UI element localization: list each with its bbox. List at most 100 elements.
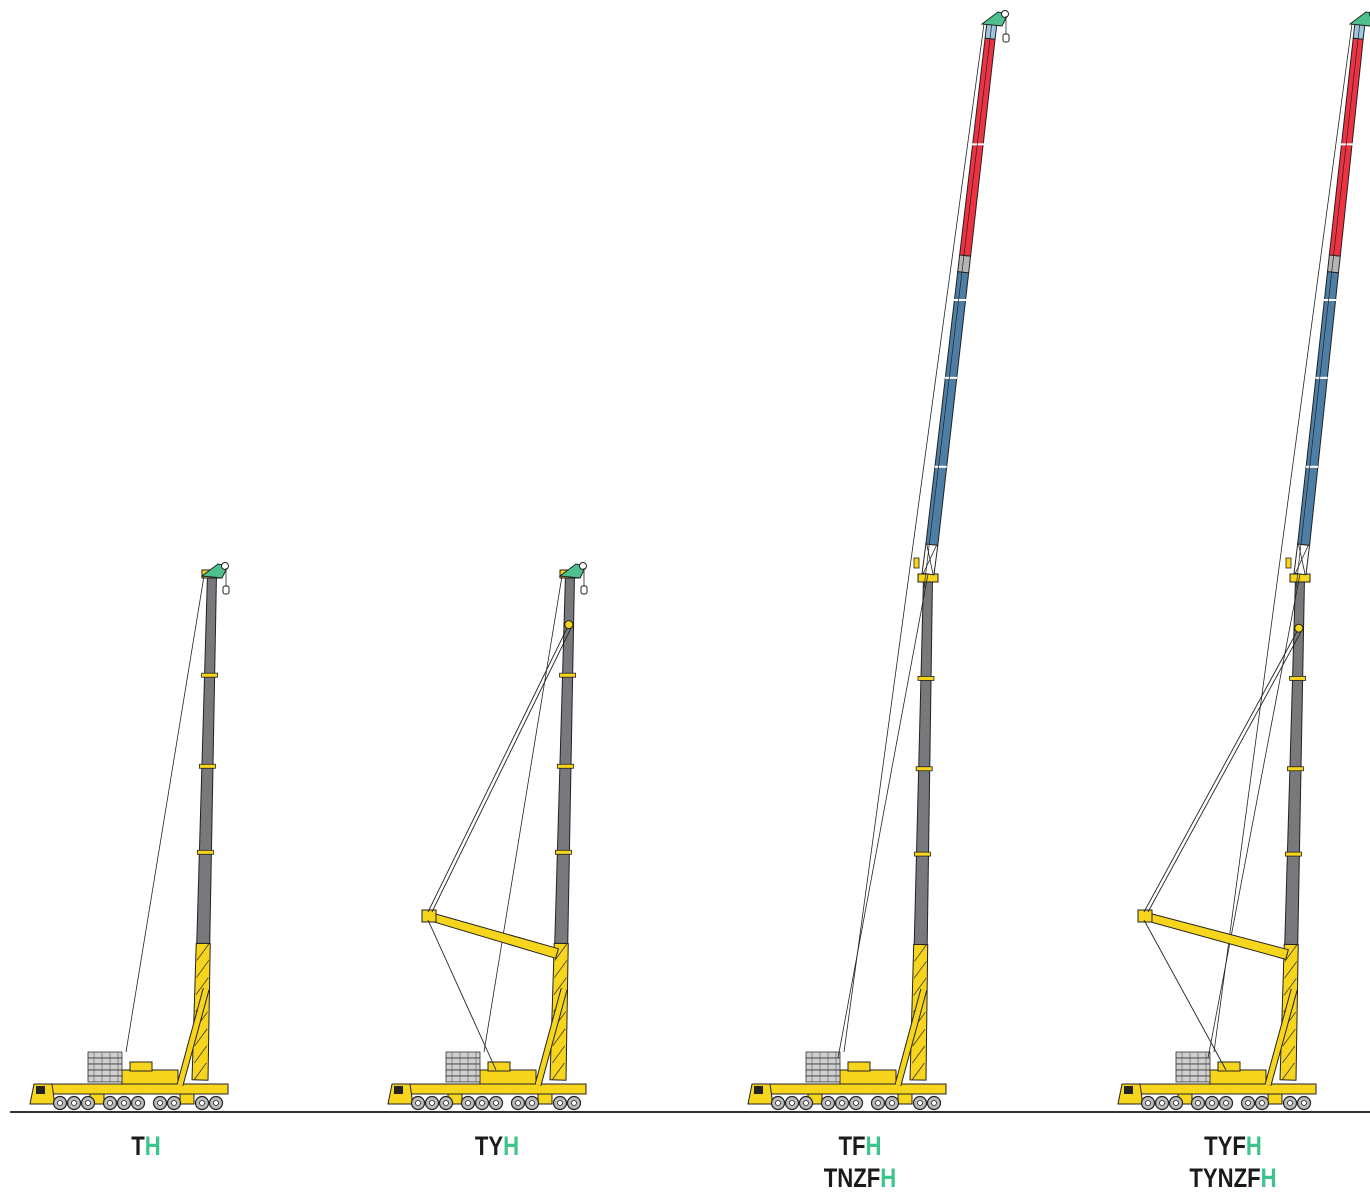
main-hoist-rope [126,576,204,1052]
y-guy-anchor [565,621,573,629]
superstructure [122,1070,178,1084]
wheel-hub [122,1101,127,1106]
hook-head-green [1350,12,1370,26]
counterweight-plate [88,1064,122,1070]
counterweight-plate [1176,1058,1210,1064]
counterweight-plate [1176,1064,1210,1070]
counterweight-plate [446,1076,480,1082]
main-hoist-rope [844,24,984,1052]
counterweight-plate [88,1052,122,1058]
wheel-hub [158,1101,163,1106]
wheel-hub [776,1101,781,1106]
y-guy-anchor [1295,624,1303,632]
cab-window [754,1086,763,1094]
guy-bracket [1286,558,1291,568]
outrigger-box [1268,1094,1282,1104]
crane-tyh [388,563,587,1110]
wheel-hub [108,1101,113,1106]
wheel-hub [854,1101,859,1106]
wheel-hub [1288,1101,1293,1106]
telescopic-boom [1285,578,1305,945]
guy-bracket [914,558,919,568]
wheel-hub [1210,1101,1215,1106]
boom-section-collar [560,673,576,677]
wheel-hub [840,1101,845,1106]
carrier-chassis [1126,1084,1316,1094]
jib-transition-section [958,255,971,273]
wheel-hub [1260,1101,1265,1106]
outrigger-box [898,1094,912,1104]
counterweight-plate [88,1070,122,1076]
telescopic-boom [555,574,575,944]
boom-section-collar [918,676,934,680]
counterweight-plate [446,1058,480,1064]
counterweight-stack [88,1052,122,1082]
sheave [222,563,229,570]
label-tyh-line-1: TYH [415,1130,579,1162]
wheel-hub [1246,1101,1251,1106]
wheel-hub [790,1101,795,1106]
main-hoist-rope [1214,24,1352,1052]
boom-section-collar [1285,852,1301,856]
hook-block [581,586,587,594]
counterweight-plate [1176,1052,1210,1058]
wheel-hub [1160,1101,1165,1106]
boom-section-collar [555,850,571,854]
boom-section-collar [202,673,218,677]
boom-section-collar [915,852,931,856]
wheel-hub [444,1101,449,1106]
label-tfh-line-2: TNZFH [778,1162,942,1194]
counterweight-stack [1176,1052,1210,1082]
counterweight-plate [806,1064,840,1070]
label-tyfh-line-2: TYNZFH [1151,1162,1315,1194]
boom-section-collar [199,764,215,768]
y-guy-backstay [1144,920,1226,1070]
wheel-hub [826,1101,831,1106]
superstructure [1210,1070,1266,1084]
main-hoist-rope [484,576,562,1052]
y-guy-rope [428,625,569,912]
cab-window [36,1086,45,1094]
boom-section-collar [1290,676,1306,680]
carrier-chassis [756,1084,946,1094]
y-guy-rope [432,629,571,912]
jib-blue-section [926,272,969,546]
crane-th [30,563,229,1110]
crane-cab [1218,1062,1240,1071]
wheel-hub [430,1101,435,1106]
outrigger-box [180,1094,194,1104]
boom-section-collar [557,764,573,768]
wheel-hub [890,1101,895,1106]
wheel-hub [1196,1101,1201,1106]
wheel-hub [1302,1101,1307,1106]
wheel-hub [932,1101,937,1106]
counterweight-plate [806,1058,840,1064]
sheave [1002,11,1009,18]
label-tyh: TYH [415,1130,579,1162]
counterweight-plate [806,1052,840,1058]
counterweight-stack [446,1052,480,1082]
y-guying-spreader [1143,912,1288,959]
superstructure [840,1070,896,1084]
crane-cab [848,1062,870,1071]
carrier-chassis [396,1084,586,1094]
wheel-hub [876,1101,881,1106]
wheel-hub [86,1101,91,1106]
wheel-hub [918,1101,923,1106]
wheel-hub [466,1101,471,1106]
wheel-hub [416,1101,421,1106]
crane-cab [488,1062,510,1071]
counterweight-plate [806,1070,840,1076]
jib-guy-line [1296,22,1360,588]
y-guying-head [1138,910,1152,922]
y-guy-rope [1144,628,1299,912]
jib-guy-line [924,22,992,588]
wheel-hub [172,1101,177,1106]
wheel-hub [214,1101,219,1106]
wheel-hub [494,1101,499,1106]
jib-red-section [1329,38,1363,256]
wheel-hub [136,1101,141,1106]
outrigger-box [538,1094,552,1104]
crane-cab [130,1062,152,1071]
